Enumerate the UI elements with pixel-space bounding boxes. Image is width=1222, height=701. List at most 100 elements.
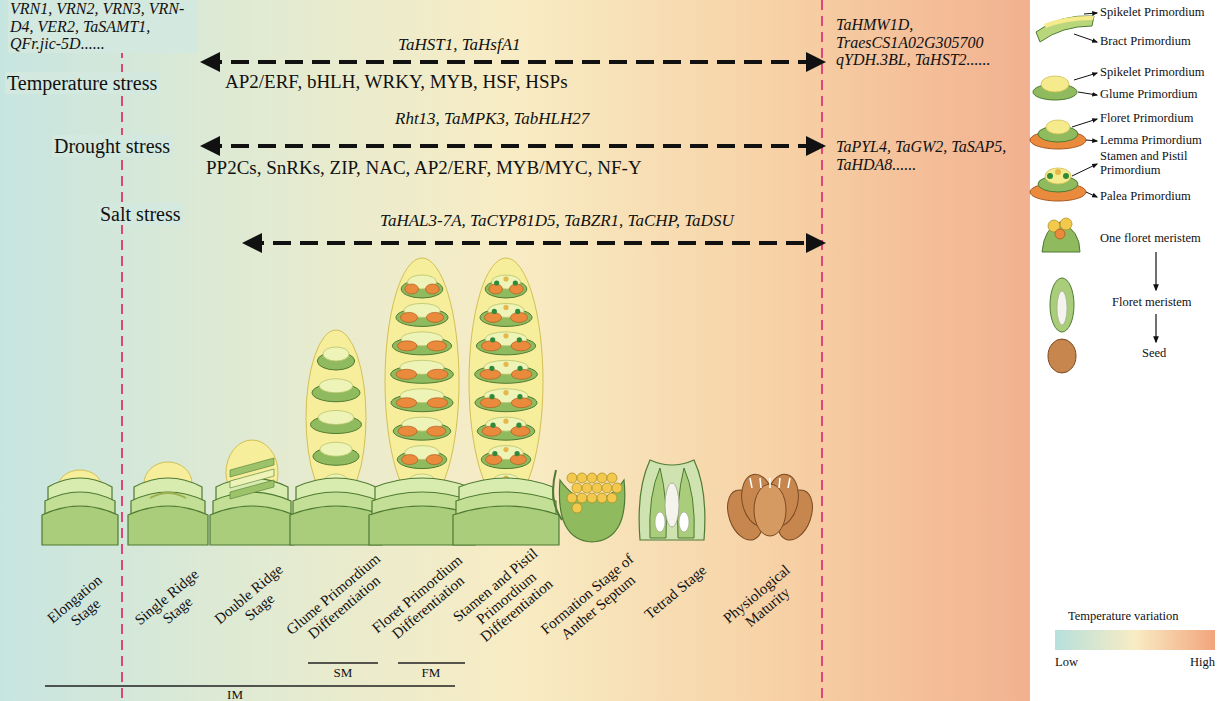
legend-label: Stamen and Pistil Primordium [1100, 150, 1218, 178]
seed-shape [754, 484, 786, 536]
leaf-sheath [128, 506, 208, 545]
anther-lobe [597, 473, 607, 483]
gene-list: Rht13, TaMPK3, TabHLH27 [395, 110, 589, 129]
stress-label: Drought stress [52, 135, 172, 157]
lemma-shape [427, 369, 448, 379]
stress-span-arrow [204, 60, 822, 64]
stress-span-arrow [204, 144, 822, 148]
anther-lobe [1060, 218, 1072, 230]
colorbar-label: Low [1055, 656, 1078, 670]
pistil-dot [503, 333, 508, 338]
bract-line [553, 470, 562, 520]
leaf-sheath [210, 506, 294, 545]
gene-family-list: AP2/ERF, bHLH, WRKY, MYB, HSF, HSPs [225, 72, 568, 93]
stress-label: Salt stress [98, 203, 183, 225]
pistil-dot [503, 362, 508, 367]
lemma-shape [489, 284, 503, 294]
floret-meristem-icon [1050, 278, 1074, 332]
spikelet-outline [639, 460, 705, 540]
pistil-dot [503, 305, 508, 310]
anther-lobe [587, 473, 597, 483]
lemma-shape [402, 455, 418, 465]
stamen-dot [492, 451, 497, 456]
lemma-shape [511, 341, 531, 351]
legend-label: Spikelet Primordium [1100, 66, 1205, 80]
spike-drawing [42, 470, 118, 545]
stamen-dot [490, 423, 495, 428]
legend-label: Glume Primordium [1100, 88, 1198, 102]
spike-drawing [128, 462, 208, 545]
awn-hair [769, 478, 771, 488]
leaf-sheath [290, 506, 382, 545]
leaf-sheath [42, 506, 118, 545]
pistil-dot [503, 447, 508, 452]
gene-family-list: PP2Cs, SnRKs, ZIP, NAC, AP2/ERF, MYB/MYC… [206, 158, 642, 179]
stress-span-arrow [246, 241, 822, 245]
stamen-dot [489, 394, 494, 399]
spike-drawing [210, 440, 294, 545]
stamen-dot [492, 309, 497, 314]
anther-lobe [567, 473, 577, 483]
pistil-dot [1055, 169, 1061, 175]
gene-list: TaHAL3-7A, TaCYP81D5, TaBZR1, TaCHP, TaD… [380, 212, 734, 231]
spike-drawing [290, 330, 382, 545]
leader-arrow [1078, 92, 1097, 95]
pistil-dot [503, 419, 508, 424]
leader-arrow [1086, 140, 1097, 141]
lemma-shape [400, 312, 417, 322]
lemma-shape [396, 398, 416, 408]
lemma-shape [510, 455, 526, 465]
ridge-line [150, 493, 186, 498]
spikelet-shape [323, 347, 349, 361]
seed-icon [1048, 339, 1076, 373]
legend-label: Palea Primordium [1100, 190, 1191, 204]
anther-shape [679, 512, 689, 532]
lemma-shape [426, 284, 440, 294]
lemma-shape [426, 312, 443, 322]
pistil-dot [503, 276, 508, 281]
colorbar-label: High [1190, 656, 1215, 670]
lemma-shape [398, 426, 417, 436]
lemma-shape [397, 341, 417, 351]
awn-hair [788, 478, 790, 488]
anther-lobe [607, 493, 617, 503]
lemma-shape [427, 426, 446, 436]
flow-arrow [1155, 252, 1156, 290]
leader-arrow [1072, 164, 1097, 176]
stamen-dot [517, 366, 522, 371]
spikelet-shape [320, 442, 352, 456]
floret-icon [1046, 120, 1070, 134]
anther-lobe [567, 493, 577, 503]
anther-lobe [612, 483, 622, 493]
stamen-dot [1047, 173, 1053, 179]
spikelet-shape [318, 411, 354, 425]
gene-list: TaHST1, TaHsfA1 [398, 36, 521, 55]
phase-bar [308, 662, 378, 664]
legend-label: Bract Primordium [1100, 35, 1191, 49]
stamen-dot [494, 280, 499, 285]
leader-arrow [1074, 73, 1097, 80]
legend-label: Seed [1142, 347, 1166, 361]
floret-meristem-icon [1057, 291, 1067, 325]
lemma-shape [511, 398, 531, 408]
lemma-shape [510, 312, 527, 322]
stress-label: Temperature stress [5, 72, 159, 94]
lemma-shape [427, 398, 447, 408]
spikelet-shape [319, 379, 353, 393]
phase-label: FM [422, 666, 441, 680]
lemma-shape [486, 455, 502, 465]
stamen-dot [517, 337, 522, 342]
anther-lobe [597, 493, 607, 503]
gene-list: TaHMW1D, TraesCS1A02G305700 qYDH.3BL, Ta… [836, 16, 1022, 69]
lemma-shape [480, 398, 500, 408]
spikelet-icon [1041, 76, 1069, 92]
gene-list: VRN1, VRN2, VRN3, VRN-D4, VER2, TaSAMT1,… [8, 0, 198, 53]
spike-outline [469, 258, 543, 505]
anther-lobe [582, 483, 592, 493]
legend-label: Floret Primordium [1100, 112, 1193, 126]
anther-lobe [572, 483, 582, 493]
phase-label: IM [227, 688, 243, 701]
awn-hair [750, 478, 752, 488]
legend-label: Floret meristem [1112, 296, 1192, 310]
